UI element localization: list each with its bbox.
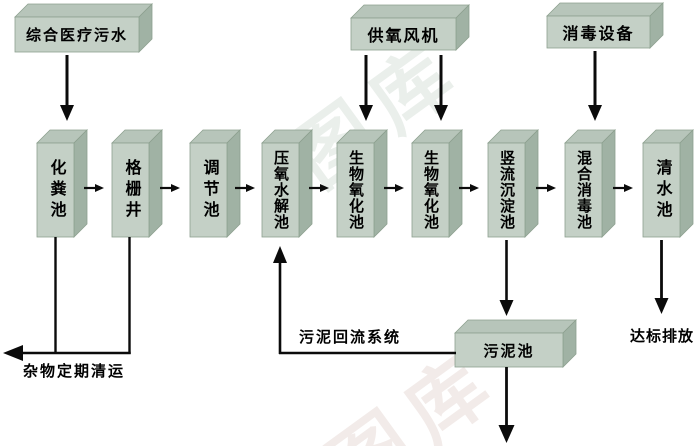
arrow-sedimentation-to-sludge: [499, 240, 514, 316]
source-box-oxygen-blower: [350, 4, 470, 51]
arrow-sewage-to-septic: [60, 55, 74, 121]
box-side: [73, 129, 88, 238]
process-label-text: 清水池: [653, 158, 671, 222]
process-box-septic-tank: [36, 129, 88, 238]
process-label-septic-tank: 化粪池: [37, 143, 74, 237]
process-label-hydrolysis-tank: 压氧水解池: [262, 143, 299, 237]
process-label-regulating-tank: 调节池: [190, 143, 227, 237]
box-side: [148, 129, 163, 238]
box-side: [373, 129, 388, 238]
source-label-medical-sewage: 综合医疗污水: [25, 27, 128, 44]
process-label-sedimentation-tank: 竖流沉淀池: [488, 143, 525, 237]
arrow-head-left: [3, 345, 23, 361]
discharge-label: 达标排放: [630, 327, 695, 345]
box-front: [642, 142, 681, 238]
arrow-clean-to-discharge: [654, 240, 669, 314]
flow-arrow-8: [613, 184, 633, 192]
box-top: [546, 2, 664, 17]
process-label-mixing-disinfection-tank: 混合消毒池: [565, 143, 602, 237]
source-label-oxygen-blower: 供氧风机: [367, 28, 440, 45]
process-box-bio-oxidation-tank-1: [336, 129, 388, 238]
arrow-blower-to-bio2: [434, 55, 448, 121]
box-front: [336, 142, 375, 238]
process-label-bio-oxidation-tank-2: 生物氧化池: [412, 143, 449, 237]
arrow-head: [654, 298, 669, 314]
sludge-return-label: 污泥回流系统: [299, 328, 402, 346]
box-side: [298, 129, 313, 238]
process-box-clean-water-tank: [642, 129, 694, 238]
box-front: [14, 16, 140, 53]
process-label-bio-oxidation-tank-1: 生物氧化池: [337, 143, 374, 237]
box-side: [226, 129, 241, 238]
box-side: [448, 129, 463, 238]
box-side: [679, 129, 694, 238]
arrow-head: [588, 105, 602, 121]
box-top: [350, 4, 470, 19]
flow-arrow-4: [309, 184, 329, 192]
arrow-head: [60, 105, 74, 121]
box-side: [524, 129, 539, 238]
box-front: [454, 332, 564, 368]
box-front: [111, 142, 150, 238]
arrow-head: [498, 425, 515, 443]
process-label-text: 生物氧化池: [347, 150, 364, 230]
arrow-head-up: [273, 246, 287, 263]
box-top: [14, 3, 153, 18]
box-side: [601, 129, 616, 238]
arrow-head: [434, 105, 448, 121]
process-label-text: 生物氧化池: [422, 150, 439, 230]
process-label-grid-well: 格栅井: [112, 143, 149, 237]
arrow-sludge-out: [498, 367, 515, 443]
process-box-mixing-disinfection-tank: [564, 129, 616, 238]
process-box-hydrolysis-tank: [261, 129, 313, 238]
box-front: [36, 142, 75, 238]
arrow-disinfection-to-mixing: [588, 51, 602, 121]
process-label-text: 竖流沉淀池: [498, 150, 515, 230]
process-box-sedimentation-tank: [487, 129, 539, 238]
box-front: [487, 142, 526, 238]
flow-arrow-6: [459, 184, 479, 192]
process-label-text: 混合消毒池: [575, 150, 592, 230]
debris-removal-lines: [3, 237, 131, 361]
box-front: [350, 17, 457, 51]
process-label-text: 压氧水解池: [272, 150, 289, 230]
process-label-clean-water-tank: 清水池: [643, 143, 680, 237]
flow-arrow-3: [235, 184, 255, 192]
process-box-grid-well: [111, 129, 163, 238]
source-label-disinfection-equipment: 消毒设备: [562, 26, 635, 43]
process-label-text: 格栅井: [122, 158, 140, 222]
sludge-return-circuit: [273, 246, 456, 355]
debris-removal-label: 杂物定期清运: [23, 362, 126, 380]
process-box-bio-oxidation-tank-2: [411, 129, 463, 238]
arrow-blower-to-bio1: [359, 55, 373, 121]
source-box-disinfection-equipment: [546, 2, 664, 49]
flow-arrow-7: [536, 184, 556, 192]
box-front: [546, 15, 651, 49]
box-front: [189, 142, 228, 238]
process-box-regulating-tank: [189, 129, 241, 238]
arrow-head: [499, 300, 514, 316]
flow-arrow-2: [160, 184, 180, 192]
flow-arrow-5: [384, 184, 404, 192]
arrow-head: [359, 105, 373, 121]
box-front: [411, 142, 450, 238]
box-top: [454, 319, 577, 334]
box-front: [564, 142, 603, 238]
sludge-tank-box: [454, 319, 577, 368]
process-label-text: 调节池: [200, 158, 218, 222]
flow-arrow-1: [84, 184, 104, 192]
source-box-medical-sewage: [14, 3, 153, 53]
box-front: [261, 142, 300, 238]
process-label-text: 化粪池: [47, 158, 65, 222]
sludge-tank-label: 污泥池: [483, 342, 535, 360]
